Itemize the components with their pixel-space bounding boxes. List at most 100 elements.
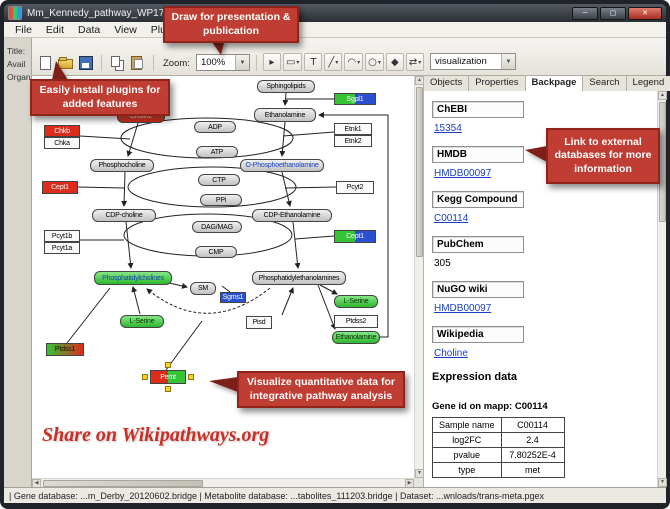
select-tool-icon[interactable]: ▸ (262, 53, 281, 71)
chevron-down-icon: ▾ (296, 58, 300, 66)
pathway-info-panel: Title: Avail Organ (4, 38, 32, 487)
node-ctp[interactable]: CTP (198, 174, 240, 186)
node-pcyt2[interactable]: Pcyt2 (336, 181, 374, 194)
toolbar-separator (153, 55, 154, 71)
callout-link-databases: Link to external databases for more info… (546, 128, 660, 184)
node-ethanolamine[interactable]: Ethanolamine (332, 331, 380, 344)
node-sgpl1[interactable]: Sgpl1 (334, 93, 376, 105)
node-phosphatidylcholines[interactable]: Phosphatidylcholines (94, 271, 172, 285)
tab-backpage[interactable]: Backpage (525, 76, 584, 92)
node-chka[interactable]: Chka (44, 137, 80, 149)
panel-scroll-thumb[interactable] (659, 102, 666, 222)
toolbar: Zoom: 100% ▼ ▸▭▾T╱▾◠▾○▾◆⇄▾ visualization… (32, 38, 666, 76)
menu-edit[interactable]: Edit (45, 23, 65, 36)
chevron-down-icon: ▾ (418, 58, 422, 66)
node-etnk1[interactable]: Etnk1 (334, 123, 372, 135)
node-cdp-ethanolamine[interactable]: CDP-Ethanolamine (252, 209, 332, 222)
minimize-button[interactable]: ─ (572, 6, 598, 20)
panel-scrollbar[interactable]: ▲ ▼ (657, 91, 667, 487)
section-header: PubChem (432, 236, 524, 253)
chevron-down-icon[interactable]: ▼ (234, 55, 249, 70)
section-header: HMDB (432, 146, 524, 163)
node-cept1[interactable]: Cept1 (334, 230, 376, 243)
save-file-icon[interactable] (76, 53, 95, 72)
section-link[interactable]: HMDB00097 (434, 303, 492, 314)
section-header: Kegg Compound (432, 191, 524, 208)
callout-draw: Draw for presentation & publication (163, 6, 299, 44)
node-phosphatidylethanolamines[interactable]: Phosphatidylethanolamines (252, 271, 346, 285)
menu-file[interactable]: File (15, 23, 32, 36)
node-ppi[interactable]: PPi (200, 194, 242, 206)
node-ptdss2[interactable]: Ptdss2 (334, 315, 378, 328)
arc-tool-icon[interactable]: ◠▾ (344, 53, 364, 71)
node-cmp[interactable]: CMP (195, 246, 237, 258)
node-pemt[interactable]: Pemt (150, 370, 186, 384)
copy-icon[interactable] (108, 53, 127, 72)
status-text: | Gene database: ...m_Derby_20120602.bri… (9, 490, 545, 501)
node-phosphocholine[interactable]: Phosphocholine (90, 159, 154, 172)
vertical-scroll-thumb[interactable] (416, 87, 423, 257)
maximize-button[interactable]: ▢ (600, 6, 626, 20)
label-tool-icon[interactable]: T (304, 53, 323, 71)
section-link[interactable]: Choline (434, 348, 468, 359)
node-pcyt1a[interactable]: Pcyt1a (44, 242, 80, 254)
line-tool-icon[interactable]: ╱▾ (324, 53, 343, 71)
node-cdp-choline[interactable]: CDP-choline (92, 209, 156, 222)
expression-data-title: Expression data (432, 371, 517, 383)
datanode-tool-icon[interactable]: ▭▾ (282, 53, 303, 71)
selection-handle[interactable] (142, 374, 148, 380)
scroll-down-arrow[interactable]: ▼ (658, 478, 667, 487)
zoom-combobox[interactable]: 100% ▼ (195, 54, 250, 71)
vertical-scrollbar[interactable]: ▲ ▼ (414, 76, 424, 478)
section-link[interactable]: HMDB00097 (434, 168, 492, 179)
callout-plugins: Easily install plugins for added feature… (30, 79, 170, 117)
menu-view[interactable]: View (114, 23, 137, 36)
selection-handle[interactable] (165, 386, 171, 392)
anchor-tool-icon[interactable]: ◆ (385, 53, 404, 71)
node-atp[interactable]: ATP (196, 146, 238, 158)
node-l-serine[interactable]: L-Serine (334, 295, 378, 308)
node-o-phosphoethanolamine[interactable]: O-Phosphoethanolamine (240, 159, 324, 172)
selection-handle[interactable] (188, 374, 194, 380)
horizontal-scroll-thumb[interactable] (43, 480, 203, 487)
node-l-serine[interactable]: L-Serine (120, 315, 164, 328)
interaction-tool-icon[interactable]: ⇄▾ (405, 53, 425, 71)
node-pisd[interactable]: Pisd (246, 316, 272, 329)
section-link[interactable]: 15354 (434, 123, 462, 134)
node-ptdss1[interactable]: Ptdss1 (46, 343, 84, 356)
node-sm[interactable]: SM (190, 282, 216, 295)
node-dag-mag[interactable]: DAG/MAG (192, 221, 242, 233)
tab-search[interactable]: Search (583, 76, 627, 91)
menu-data[interactable]: Data (78, 23, 101, 36)
paste-icon[interactable] (128, 53, 147, 72)
window-title: Mm_Kennedy_pathway_WP1771_45176.gp... (27, 7, 232, 19)
scroll-up-arrow[interactable]: ▲ (658, 91, 667, 100)
node-ethanolamine[interactable]: Ethanolamine (254, 108, 316, 122)
node-sphingolipids[interactable]: Sphingolipids (257, 80, 315, 93)
scrollbar-corner (414, 478, 423, 487)
selection-handle[interactable] (165, 362, 171, 368)
close-button[interactable]: ✕ (628, 6, 662, 20)
node-adp[interactable]: ADP (194, 121, 236, 133)
chevron-down-icon[interactable]: ▼ (501, 54, 515, 69)
node-etnk2[interactable]: Etnk2 (334, 135, 372, 147)
section-header: NuGO wiki (432, 281, 524, 298)
new-file-icon[interactable] (36, 53, 55, 72)
tab-objects[interactable]: Objects (424, 76, 470, 91)
section-link[interactable]: C00114 (434, 213, 469, 224)
tab-legend[interactable]: Legend (626, 76, 670, 91)
node-pcyt1b[interactable]: Pcyt1b (44, 230, 80, 242)
node-chkb[interactable]: Chkb (44, 125, 80, 137)
node-sgms1[interactable]: Sgms1 (220, 292, 246, 303)
horizontal-scrollbar[interactable]: ◀ ▶ (32, 478, 414, 488)
node-cept1[interactable]: Cept1 (42, 181, 78, 194)
shape-tool-icon[interactable]: ○▾ (365, 53, 384, 71)
visualization-combobox[interactable]: visualization ▼ (430, 53, 516, 70)
tab-properties[interactable]: Properties (469, 76, 526, 91)
